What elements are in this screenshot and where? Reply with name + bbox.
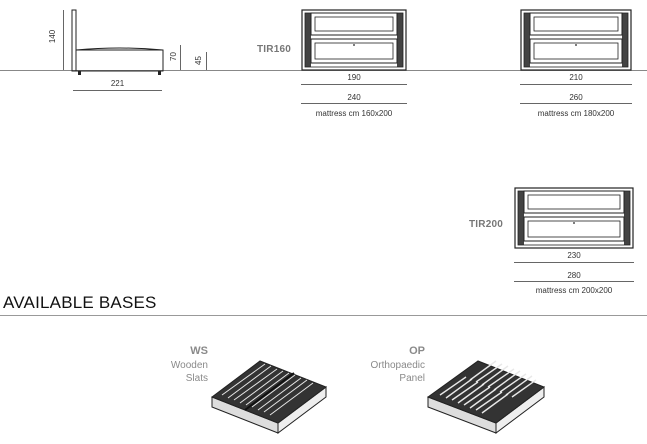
bed-mattress-label: mattress cm 160x200 (315, 109, 393, 118)
side-height-frame-label: 70 (168, 52, 178, 61)
base-desc-line2: Slats (185, 373, 208, 384)
bed-top-view-drawing (301, 9, 407, 71)
side-height-total-label: 140 (48, 29, 58, 44)
bed-outer-width-line (301, 103, 407, 104)
bed-mattress-label: mattress cm 180x200 (537, 109, 615, 118)
side-height-total-line (63, 10, 64, 70)
side-height-floor-label: 45 (193, 56, 203, 65)
side-length-line (73, 90, 162, 91)
bed-inner-width-label: 190 (347, 73, 361, 82)
base-desc-line2: Panel (399, 373, 425, 384)
bed-code-label: TIR160 (257, 44, 291, 55)
bed-outer-width-label: 260 (569, 93, 583, 102)
side-length-label: 221 (110, 79, 125, 88)
bed-outer-width-line (514, 281, 634, 282)
bed-code-label: TIR200 (469, 219, 503, 230)
bed-outer-width-line (520, 103, 632, 104)
wooden-slats-base-icon (210, 360, 328, 434)
base-desc-line1: Wooden (170, 360, 208, 371)
bed-outer-width-label: 280 (567, 271, 581, 280)
bed-mattress-label: mattress cm 200x200 (535, 286, 613, 295)
bed-top-view-drawing (520, 9, 632, 71)
section-divider (0, 315, 647, 316)
bed-inner-width-line (520, 84, 632, 85)
bed-inner-width-label: 230 (567, 251, 581, 260)
bed-inner-width-line (514, 262, 634, 263)
side-height-floor-line (206, 52, 207, 70)
bed-outer-width-label: 240 (347, 93, 361, 102)
section-title: AVAILABLE BASES (3, 293, 157, 312)
bed-inner-width-line (301, 84, 407, 85)
base-desc-line1: Orthopaedic (370, 360, 425, 371)
base-code-label: OP (409, 345, 425, 357)
bed-side-view-drawing (71, 9, 164, 75)
bed-top-view-drawing (514, 187, 634, 249)
side-height-frame-line (180, 45, 181, 70)
bed-inner-width-label: 210 (569, 73, 583, 82)
base-code-label: WS (190, 345, 208, 357)
orthopaedic-panel-base-icon (426, 360, 546, 434)
